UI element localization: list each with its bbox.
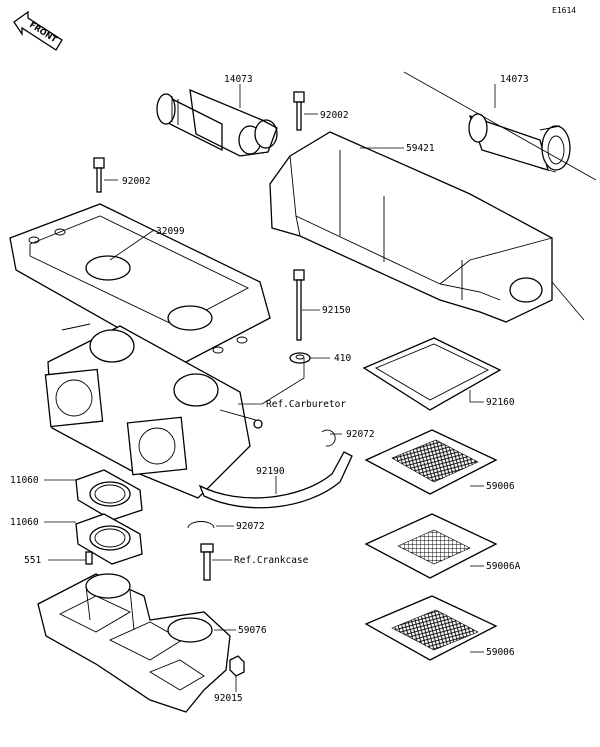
duct-14073-right [468,113,571,173]
label-551: 551 [24,555,41,566]
label-92072-lower: 92072 [236,521,265,532]
label-14073-right: 14073 [500,74,529,85]
clamp-92072-lower [187,521,215,529]
bolt-92002-left [93,157,105,193]
label-59006-lower: 59006 [486,647,515,658]
label-92002-left: 92002 [122,176,151,187]
label-ref-crankcase: Ref.Crankcase [234,555,309,566]
screen-59006-upper [364,429,498,495]
pin-551 [85,551,93,565]
label-92150: 92150 [322,305,351,316]
screen-59006A [364,513,498,579]
carburetor-assembly [44,323,263,499]
front-arrow-icon: FRONT [13,10,63,51]
leader-lines [44,71,597,692]
housing-59421 [269,131,553,323]
gasket-11060-upper [75,469,143,521]
figure-code: E1614 [552,6,576,15]
washer-410 [289,352,311,364]
bolt-92002-top [293,91,305,131]
gasket-92160 [362,337,502,411]
nut-92015 [229,655,245,677]
label-14073-left: 14073 [224,74,253,85]
clamp-92072-upper [321,429,336,447]
plate-32099 [9,203,271,365]
label-59006-upper: 59006 [486,481,515,492]
label-92160: 92160 [486,397,515,408]
label-59006A: 59006A [486,561,521,572]
label-32099: 32099 [156,226,185,237]
label-92190: 92190 [256,466,285,477]
hose-92190 [198,451,353,509]
label-ref-carburetor: Ref.Carburetor [266,399,346,410]
label-410: 410 [334,353,351,364]
bolt-crankcase [200,543,214,581]
label-59421: 59421 [406,143,435,154]
duct-14073-left [156,88,278,157]
label-11060-lower: 11060 [10,517,39,528]
label-92015: 92015 [214,693,243,704]
label-92002-top: 92002 [320,110,349,121]
label-59076: 59076 [238,625,267,636]
screen-59006-lower [364,595,498,661]
bolt-92150 [293,269,305,341]
manifold-59076 [37,573,231,713]
label-92072-upper: 92072 [346,429,375,440]
label-11060-upper: 11060 [10,475,39,486]
